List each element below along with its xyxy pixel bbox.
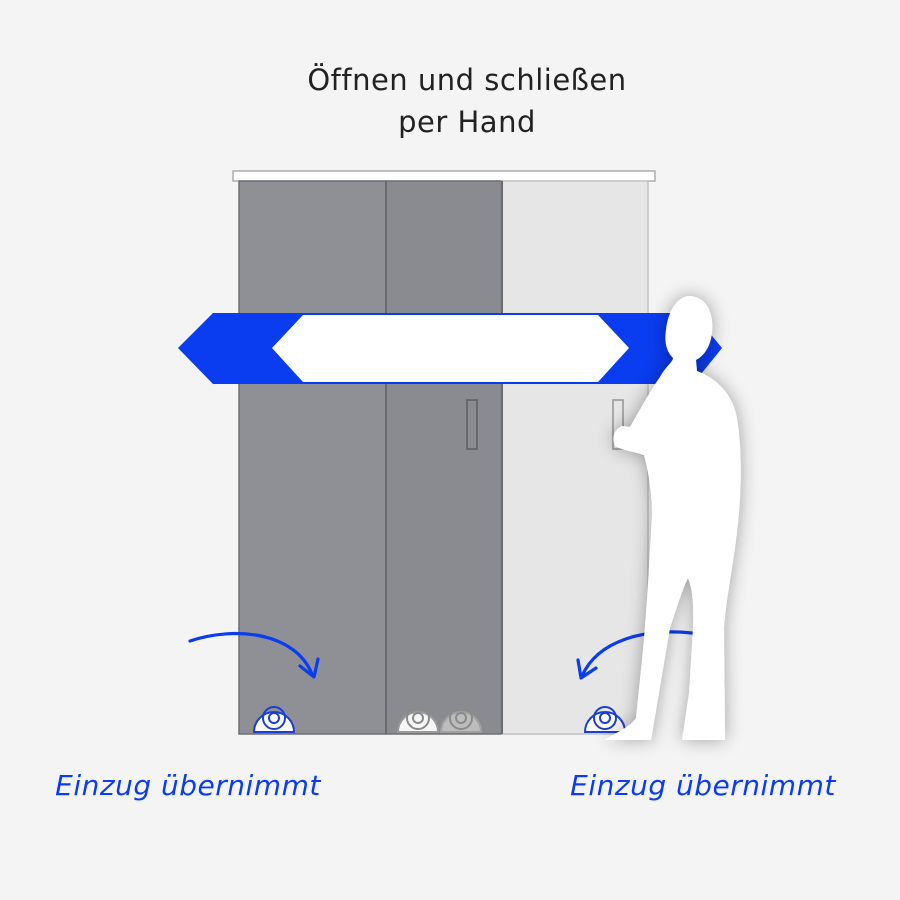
roller-damper-icon bbox=[439, 706, 483, 733]
door-handle-icon bbox=[466, 399, 478, 450]
curved-arrow-right-icon bbox=[188, 631, 320, 679]
caption-right: Einzug übernimmt bbox=[570, 769, 836, 802]
door-handle-icon bbox=[612, 399, 624, 450]
curved-arrow-left-icon bbox=[576, 630, 694, 680]
title-line-1: Öffnen und schließen bbox=[307, 63, 626, 97]
double-headed-arrow-icon bbox=[178, 313, 722, 384]
door-panel-left bbox=[238, 180, 387, 735]
caption-left: Einzug übernimmt bbox=[55, 769, 321, 802]
roller-damper-icon bbox=[583, 706, 627, 733]
person-silhouette-icon bbox=[604, 296, 741, 740]
door-panel-right bbox=[501, 180, 649, 735]
top-rail bbox=[232, 170, 656, 182]
roller-damper-icon bbox=[252, 706, 296, 733]
roller-damper-icon bbox=[396, 706, 440, 733]
door-panel-middle bbox=[385, 180, 503, 735]
title-line-2: per Hand bbox=[398, 105, 536, 139]
